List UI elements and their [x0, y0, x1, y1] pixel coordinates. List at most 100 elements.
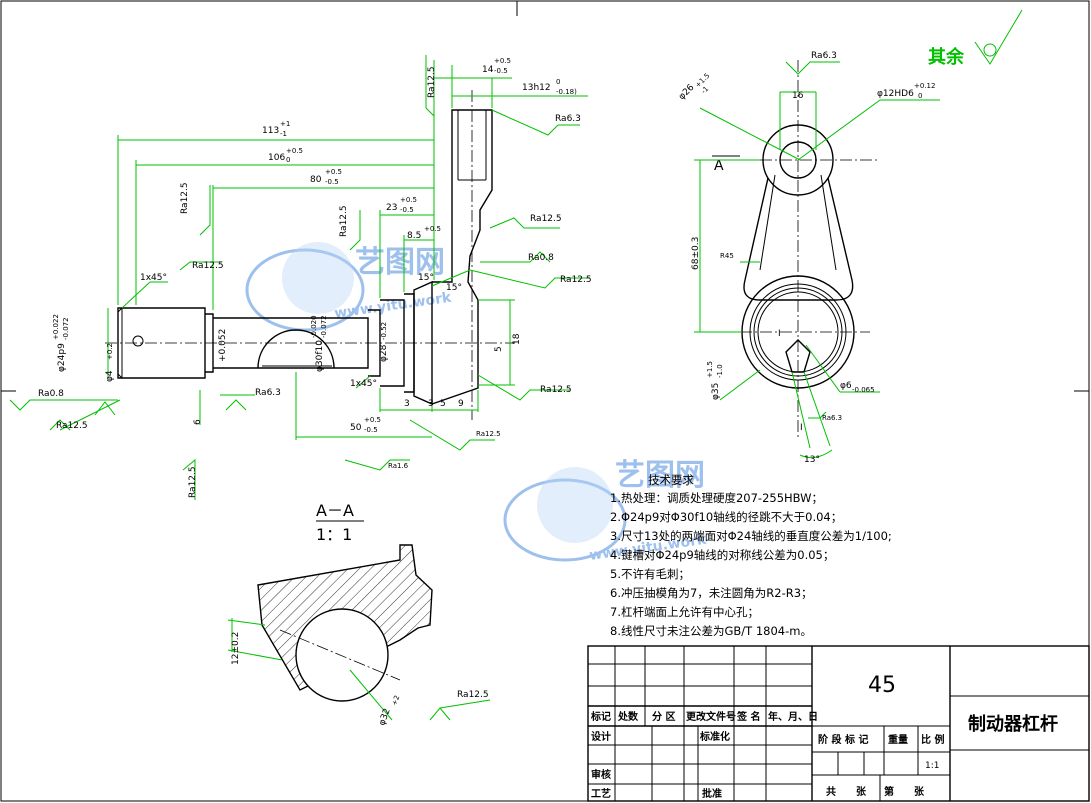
tech-item-6: 6.冲压抽模角为7，未注圆角为R2-R3；: [610, 586, 813, 600]
lever-web: [743, 177, 854, 301]
dim-phi35-tol-lo: -1.0: [716, 364, 724, 378]
dim-phi12HD6: φ12HD6: [877, 89, 914, 99]
dim-8-5: 8.5: [407, 231, 421, 241]
dim-phi24p9: φ24p9: [57, 343, 67, 372]
tech-item-2: 2.Φ24p9对Φ30f10轴线的径跳不大于0.04；: [610, 510, 842, 524]
tb-sheet-zhang1: 张: [856, 785, 867, 798]
keyway-woodruff: [257, 329, 335, 369]
dim-14-tol-lo: -0.5: [494, 67, 508, 75]
ra-right-3: Ra12.5: [560, 275, 592, 285]
lever-front-view: I I A: [700, 60, 880, 440]
tb-r-gongyi: 工艺: [591, 787, 611, 800]
dim-5-vertical: 5: [494, 346, 504, 352]
dim-phi24-tol-lo: -0.072: [62, 317, 70, 340]
dim-phi30-tol-up: -0.020: [310, 315, 318, 338]
dim-phi6: φ6: [840, 381, 852, 391]
shaft-view: [105, 90, 515, 420]
dim-113-tol-lo: -1: [280, 130, 287, 138]
section-label: A－A: [316, 501, 354, 520]
watermark-logo-text-top: 艺图网: [355, 245, 445, 280]
ra-left-bottom-08: Ra0.8: [38, 389, 64, 399]
ra-left-mid: Ra12.5: [192, 261, 224, 271]
dim-phi12-tol-up: +0.12: [914, 82, 935, 90]
material-value: 45: [868, 673, 896, 698]
dim-phi30f10: φ30f10: [315, 340, 325, 372]
watermark-url-top: www.yitu.work: [333, 290, 453, 322]
dim-113: 113: [262, 126, 279, 136]
dim-8-5-tol: +0.5: [424, 225, 441, 233]
ra-left-bottom-125: Ra12.5: [56, 421, 88, 431]
tech-item-3: 3.尺寸13处的两端面对Φ24轴线的垂直度公差为1/100;: [610, 529, 892, 543]
dim-phi30-tol-lo: -0.072: [320, 315, 328, 338]
tech-item-1: 1.热处理：调质处理硬度207-255HBW；: [610, 491, 823, 505]
tb-sheet-gong: 共: [826, 785, 836, 798]
dim-phi24-tol-text: +0.052: [218, 329, 228, 362]
tb-h-gengai: 更改文件号: [686, 710, 736, 723]
dim-3-a: 3: [404, 399, 410, 409]
dim-23-tol-up: +0.5: [400, 196, 417, 204]
dim-phi26: φ26: [677, 83, 697, 103]
dim-50-tol-up: +0.5: [364, 416, 381, 424]
dim-50-tol-lo: -0.5: [364, 426, 378, 434]
watermark-logo-text-bottom: 艺图网: [615, 458, 705, 493]
dim-phi6-tol: -0.065: [852, 386, 875, 394]
hub-key: [785, 339, 811, 373]
dim-50: 50: [350, 423, 362, 433]
lever-eye-hole: [779, 141, 817, 179]
tech-item-8: 8.线性尺寸未注公差为GB/T 1804-m。: [610, 624, 812, 638]
tech-item-7: 7.杠杆端面上允许有中心孔；: [610, 605, 759, 619]
dim-12: 12±0.2: [231, 632, 241, 665]
section-scale: 1：1: [316, 525, 352, 544]
dim-80-tol-up: +0.5: [325, 168, 342, 176]
dim-angle-15b: 15°: [446, 283, 462, 293]
surface-rest-label: 其余: [928, 46, 965, 68]
dim-23-tol-lo: -0.5: [400, 206, 414, 214]
tb-h-biaoji: 标记: [590, 710, 611, 723]
title-block: 45 制动器杠杆 标记 处数 分 区 更改文件号 签 名 年、月、日 设计 标准…: [587, 645, 1090, 802]
dim-phi12-tol-lo: 0: [918, 92, 922, 100]
tb-sheet-zhang2: 张: [914, 785, 925, 798]
ra-key: Ra6.3: [822, 414, 842, 422]
view-label-A: A: [714, 158, 724, 174]
lever-eye-outer: [762, 124, 834, 196]
dim-16: 16: [792, 91, 804, 101]
tb-h-fenqu: 分 区: [652, 710, 675, 723]
dim-18: 18: [512, 333, 522, 345]
tb-h-zhongliang: 重量: [888, 733, 908, 746]
dim-9: 9: [458, 399, 464, 409]
lever-dimensions: 68±0.3 16 φ26 +1.5 -1 φ12HD6 +0.12 0 R45…: [677, 72, 940, 465]
dim-80-tol-lo: -0.5: [325, 178, 339, 186]
tech-item-5: 5.不许有毛刺；: [610, 567, 690, 581]
dim-5: 5: [440, 399, 446, 409]
dim-phi35: φ35: [711, 383, 721, 400]
dim-phi24-tol-up: +0.022: [52, 314, 60, 340]
shaft-left-end: [117, 307, 206, 379]
part-name: 制动器杠杆: [968, 713, 1058, 735]
dim-68: 68±0.3: [691, 237, 701, 270]
tb-r-shenhe: 审核: [591, 768, 611, 781]
dim-3-b: 3: [428, 399, 434, 409]
tech-requirements: 技术要求 1.热处理：调质处理硬度207-255HBW； 2.Φ24p9对Φ30…: [610, 473, 892, 638]
ra-section: Ra12.5: [457, 690, 489, 700]
ra-keyway-bottom: Ra1.6: [388, 462, 409, 470]
tb-h-jieduan: 阶 段 标 记: [818, 733, 868, 746]
roughness-symbols: Ra12.5 Ra6.3 Ra12.5 Ra12.5 Ra12.5 Ra12.5…: [9, 9, 1023, 500]
tb-r-sheji: 设计: [591, 730, 611, 743]
dim-14-tol-up: +0.5: [494, 57, 511, 65]
dim-6: 6: [193, 419, 203, 425]
ra-middle-vertical: Ra12.5: [339, 205, 349, 237]
view-label-I-bottom: I: [800, 423, 803, 433]
tb-h-date: 年、月、日: [768, 710, 818, 723]
dim-14: 14: [482, 65, 494, 75]
tech-item-4: 4.键槽对Φ24p9轴线的对称线公差为0.05；: [610, 548, 834, 562]
section-bore: [295, 608, 389, 702]
dim-13h12-tol-up: 0: [556, 78, 560, 86]
dim-chamfer-left: 1x45°: [140, 273, 167, 283]
lever-arm-side: [431, 109, 493, 405]
pin-hole: [132, 335, 144, 347]
tb-r-pizhun: 批准: [702, 787, 722, 800]
dim-106-tol-up: +0.5: [286, 147, 303, 155]
ra-bottom-vertical: Ra12.5: [188, 466, 198, 498]
dim-angle-15a: 15°: [418, 273, 434, 283]
